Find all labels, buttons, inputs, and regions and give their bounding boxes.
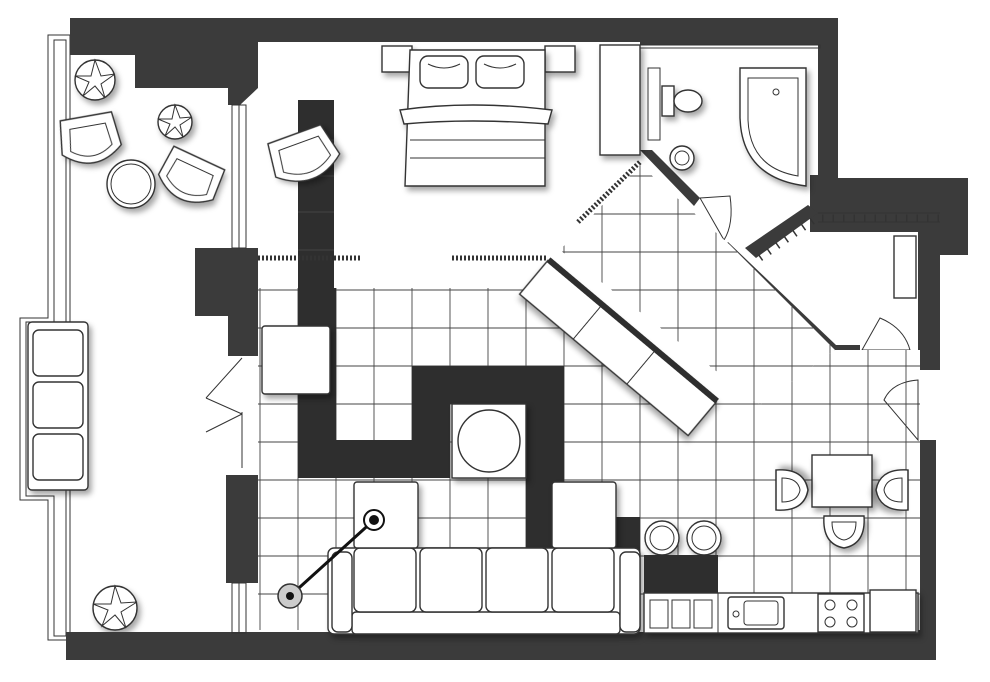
plant-icon bbox=[157, 103, 193, 140]
bedside-table bbox=[381, 45, 413, 73]
table-icon bbox=[811, 454, 873, 508]
armchair-icon bbox=[267, 123, 341, 182]
living-room bbox=[205, 257, 719, 635]
plant-icon bbox=[92, 584, 138, 631]
bedside-table bbox=[544, 45, 576, 73]
chair-icon bbox=[875, 469, 909, 511]
wardrobe bbox=[757, 212, 940, 351]
bedroom bbox=[258, 44, 642, 288]
cabinet bbox=[599, 44, 641, 156]
balcony-bench bbox=[27, 321, 89, 491]
chair-icon bbox=[823, 515, 865, 549]
bed-icon bbox=[399, 49, 553, 187]
balcony bbox=[19, 34, 226, 641]
bathroom bbox=[647, 67, 807, 241]
stove-icon bbox=[817, 593, 865, 633]
floor-lamp-icon bbox=[277, 509, 385, 609]
plant-icon bbox=[74, 58, 116, 101]
kitchen bbox=[643, 379, 919, 634]
tv-cabinet bbox=[518, 257, 719, 437]
armchair-icon bbox=[59, 111, 123, 164]
table-icon bbox=[106, 159, 156, 209]
side-table bbox=[261, 325, 331, 395]
stool-icon bbox=[644, 520, 722, 556]
sink-icon bbox=[727, 596, 785, 630]
armchair-icon bbox=[157, 145, 226, 203]
walls bbox=[66, 18, 968, 660]
chair-icon bbox=[775, 469, 809, 511]
sink-icon bbox=[669, 145, 695, 171]
toilet-icon bbox=[661, 85, 703, 117]
sofa-icon bbox=[327, 481, 641, 635]
bathtub-icon bbox=[739, 67, 807, 187]
table-icon bbox=[451, 403, 527, 479]
